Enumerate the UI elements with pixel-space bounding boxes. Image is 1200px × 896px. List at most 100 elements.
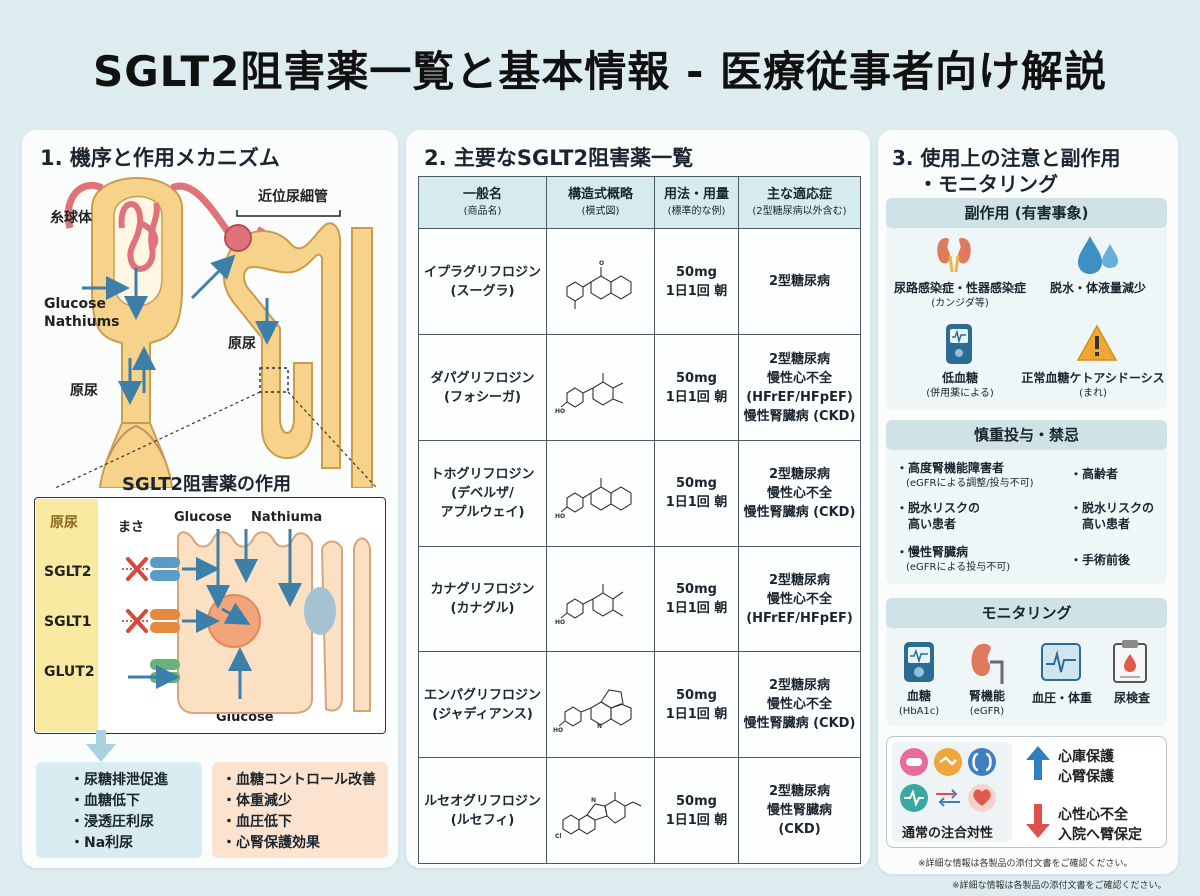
effect-item: ・血糖コントロール改善 [222,772,376,788]
page-title: SGLT2阻害薬一覧と基本情報 - 医療従事者向け解説 [92,47,1108,96]
svg-text:N: N [591,797,596,804]
kidney-function-icon [971,643,1004,684]
effects-right-box: ・血糖コントロール改善 ・体重減少 ・血圧低下 ・心腎保護効果 [212,762,388,858]
transporter-sglt2-label: SGLT2 [44,564,92,580]
nephron-diagram [53,177,378,488]
transporter-glut2-label: GLUT2 [44,664,95,680]
effect-item: ・血糖低下 [70,793,140,809]
svg-text:HO: HO [553,727,563,734]
table-header-row: 一般名(商品名) 構造式概略(模式図) 用法・用量(標準的な例) 主な適応症(2… [418,175,861,230]
svg-text:HO: HO [555,513,565,520]
sglt2-inhibit-mark [126,557,148,581]
inset-title: SGLT2阻害薬の作用 [122,474,292,495]
nathiuma-label: Nathiuma [251,510,323,525]
svg-text:HO: HO [555,408,565,415]
benefits-caption: 通常の注合対性 [902,826,994,841]
structure-diagram: HO N [553,689,632,734]
nathiums-label: Nathiums [44,314,120,330]
drug-list-panel-title: 2. 主要なSGLT2阻害薬一覧 [424,146,694,170]
panel-footnote: ※詳細な情報は各製品の添付文書をご確認ください。 [918,859,1133,869]
drug-name-cell: イプラグリフロジン(スーグラ) [418,228,547,336]
kidney-badge-icon [968,748,996,776]
effect-item: ・体重減少 [222,793,292,809]
page-footnote: ※詳細な情報は各製品の添付文書をご確認ください。 [952,881,1167,891]
cell-diagram [122,529,371,714]
drug-name-cell: カナグリフロジン(カナグル) [418,545,547,653]
benefit-icons [900,748,996,812]
structure-cell: HO [546,334,655,441]
effect-item: ・Na利尿 [70,835,134,851]
caution-item: ・高齢者 [1070,467,1119,481]
lumen-bar [36,499,98,732]
sglt2-transporter [150,557,180,568]
caution-item: ・脱水リスクの高い患者 [1070,501,1155,531]
side-effect-ketoacidosis: 正常血糖ケトアシドーシス(まれ) [1021,371,1165,399]
sglt1-transporter [150,609,180,620]
water-drops-icon [1078,236,1118,274]
glomerulus-label: 糸球体 [50,210,92,226]
monitoring-heading: モニタリング [886,598,1167,628]
benefit-up-line: 心庫保護 [1058,749,1114,765]
caution-item: ・手術前後 [1070,553,1131,567]
structure-cell: HO [546,439,655,547]
structure-diagram: HO [555,478,632,520]
benefit-down-line: 入院へ臂保定 [1058,827,1142,843]
cautions-panel-title-line1: 3. 使用上の注意と副作用 [892,146,1121,170]
glucose-meter-icon [946,324,972,364]
cautions-heading: 慎重投与・禁忌 [886,420,1167,450]
blood-pressure-icon [1041,643,1081,681]
effect-item: ・心腎保護効果 [222,835,320,851]
flow-down-arrow [86,730,116,762]
structure-cell: Cl N [546,757,655,864]
glucose-label: Glucose [44,296,107,312]
afferent-node [224,224,252,252]
glucose-top-label: Glucose [174,510,232,525]
warning-icon [1076,324,1118,361]
cell-nucleus [207,594,261,648]
header-cell: 主な適応症(2型糖尿病以外含む) [738,175,861,230]
urine-label-right: 原尿 [228,336,256,352]
indication-cell: 2型糖尿病 [738,228,861,336]
exchange-icon [936,789,960,807]
effect-item: ・尿糖排泄促進 [70,772,168,788]
mechanism-panel-title: 1. 機序と作用メカニズム [40,146,280,170]
transporter-sglt1-label: SGLT1 [44,614,92,630]
monitor-glucose: 血糖(HbA1c) [898,689,940,717]
masa-label: まさ [118,520,145,535]
effects-left-box: ・尿糖排泄促進 ・血糖低下 ・浸透圧利尿 ・Na利尿 [36,762,202,858]
handshake-icon [934,748,962,776]
up-arrow-icon [1026,746,1050,780]
glut2-transporter [150,659,180,670]
header-cell: 一般名(商品名) [418,175,547,230]
glucose-monitor-icon [904,642,934,682]
side-effect-hypoglycemia: 低血糖(併用薬による) [926,371,994,399]
indication-cell: 2型糖尿病慢性心不全慢性腎臓病 (CKD) [738,651,861,759]
kidney-icon [937,238,971,273]
drug-name-cell: エンパグリフロジン(ジャディアンス) [418,651,547,759]
monitor-bp-weight: 血圧・体重 [1031,691,1092,705]
side-effects-box [886,198,1167,410]
caution-item: ・脱水リスクの高い患者 [896,501,981,531]
monitor-urine: 尿検査 [1113,691,1150,705]
svg-text:Cl: Cl [555,833,561,840]
indication-cell: 2型糖尿病慢性心不全(HFrEF/HFpEF)慢性腎臓病 (CKD) [738,334,861,441]
drug-name-cell: ルセオグリフロジン(ルセフィ) [418,757,547,864]
structure-diagram: Cl N [555,791,641,840]
structure-diagram: HO [555,584,623,626]
structure-cell: HO [546,545,655,653]
caution-item: ・高度腎機能障害者(eGFRによる調整/投与不可) [896,461,1034,489]
svg-text:N: N [597,723,602,730]
indication-cell: 2型糖尿病慢性心不全慢性腎臓病 (CKD) [738,439,861,547]
header-cell: 用法・用量(標準的な例) [654,175,739,230]
side-effect-dehydration: 脱水・体液量減少 [1049,281,1146,295]
proximal-tubule-label: 近位尿細管 [258,189,328,205]
down-arrow-icon [1026,804,1050,838]
sglt1-inhibit-mark [126,609,148,633]
structure-cell: HO N [546,651,655,759]
